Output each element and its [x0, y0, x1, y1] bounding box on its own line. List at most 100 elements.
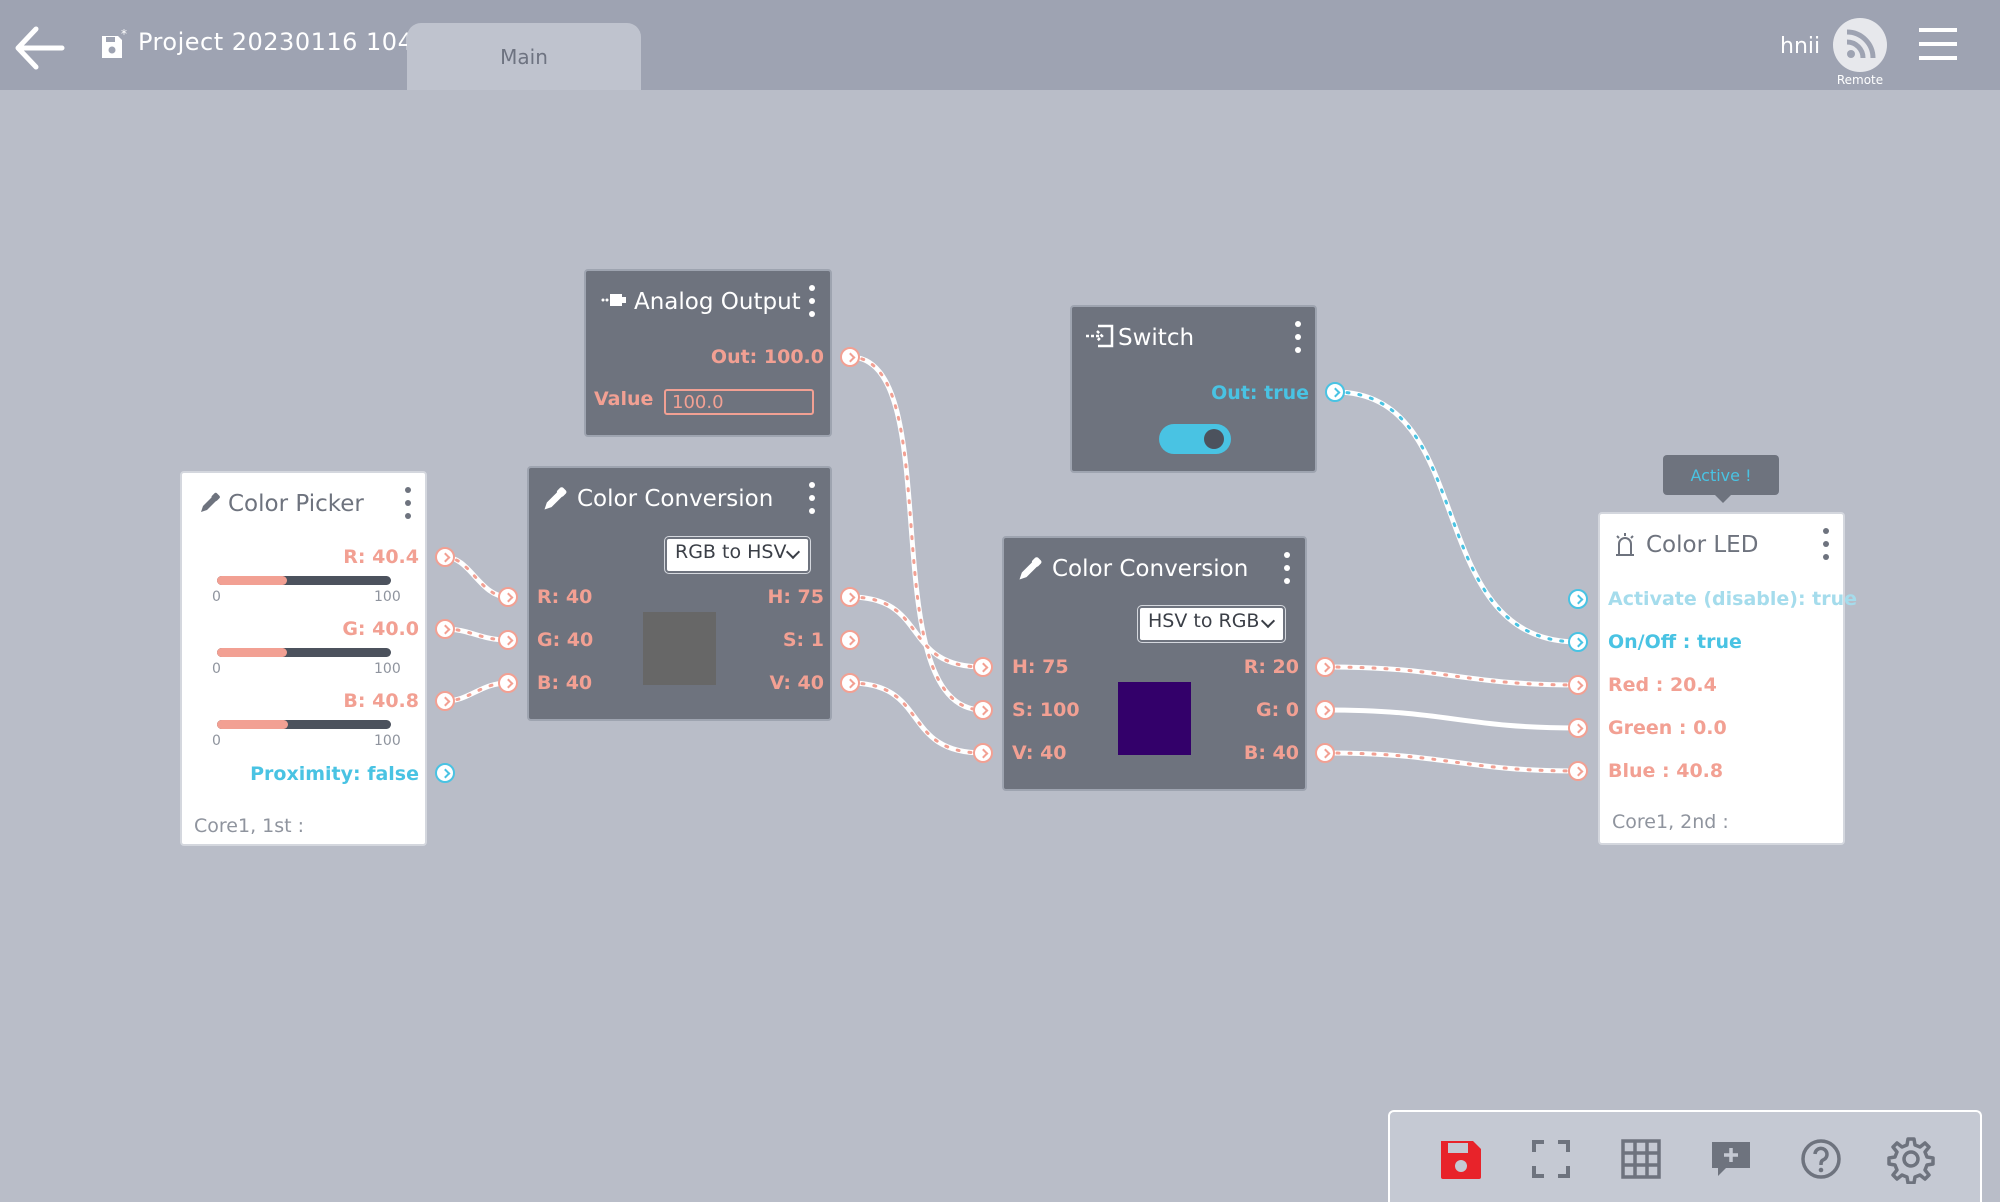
- tab-main[interactable]: Main: [407, 23, 641, 90]
- slider-g[interactable]: [217, 648, 391, 657]
- color-conversion-node-2[interactable]: Color Conversion HSV to RGB H: 75 S: 100…: [1002, 536, 1307, 791]
- help-icon[interactable]: [1796, 1134, 1846, 1184]
- wire-v: [847, 680, 986, 756]
- value-input[interactable]: 100.0: [664, 389, 814, 415]
- slider-min: 0: [212, 733, 221, 749]
- active-tooltip: Active !: [1663, 455, 1779, 503]
- rss-icon: [1846, 29, 1876, 59]
- wire-blue: [1322, 750, 1581, 774]
- color-led-node[interactable]: Color LED Activate (disable): true On/Of…: [1598, 512, 1857, 845]
- value-label: Value: [594, 388, 654, 410]
- color-conversion-node-1[interactable]: Color Conversion RGB to HSV R: 40 G: 40 …: [527, 466, 832, 721]
- back-arrow-icon[interactable]: [10, 20, 70, 75]
- add-comment-icon[interactable]: [1706, 1134, 1756, 1184]
- color-picker-node[interactable]: Color Picker R: 40.4 0 100 G: 40.0 0 100…: [180, 471, 427, 846]
- eyedropper-icon: [1019, 557, 1042, 580]
- out-h-label: H: 75: [767, 586, 824, 608]
- conversion-mode-select[interactable]: RGB to HSV: [664, 536, 811, 574]
- in-g-label: G: 40: [537, 629, 594, 651]
- port-out-switch[interactable]: [1325, 382, 1345, 402]
- node-title: Color Conversion: [1052, 556, 1249, 582]
- node-menu-icon[interactable]: [804, 482, 820, 516]
- node-title: Analog Output: [634, 289, 801, 315]
- slider-r[interactable]: [217, 576, 391, 585]
- slider-min: 0: [212, 661, 221, 677]
- port-out-s[interactable]: [840, 630, 860, 650]
- out-b-label: B: 40: [1243, 742, 1299, 764]
- onoff-label: On/Off : true: [1608, 631, 1742, 653]
- node-menu-icon[interactable]: [400, 487, 416, 521]
- select-value: RGB to HSV: [675, 541, 787, 563]
- save-icon[interactable]: [1436, 1134, 1486, 1184]
- node-menu-icon[interactable]: [804, 285, 820, 319]
- blue-label: Blue : 40.8: [1608, 760, 1724, 782]
- conversion-mode-select[interactable]: HSV to RGB: [1137, 605, 1286, 643]
- led-icon: [1616, 533, 1634, 556]
- node-footer: Core1, 2nd :: [1612, 811, 1729, 833]
- port-out-r[interactable]: [435, 547, 455, 567]
- port-in-g[interactable]: [498, 630, 518, 650]
- wire-red: [1322, 664, 1581, 688]
- hamburger-menu-icon[interactable]: [1918, 24, 1958, 64]
- remote-button[interactable]: [1833, 18, 1887, 72]
- port-in-b[interactable]: [498, 673, 518, 693]
- port-in-h[interactable]: [973, 657, 993, 677]
- port-in-r[interactable]: [498, 587, 518, 607]
- analog-output-node[interactable]: Analog Output Out: 100.0 Value 100.0: [584, 269, 832, 437]
- project-title: Project 20230116 1043: [138, 28, 430, 56]
- port-in-s[interactable]: [973, 700, 993, 720]
- in-h-label: H: 75: [1012, 656, 1069, 678]
- node-title: Switch: [1118, 325, 1195, 351]
- activate-label: Activate (disable): true: [1608, 588, 1858, 610]
- picker-r-label: R: 40.4: [343, 546, 419, 568]
- settings-gear-icon[interactable]: [1886, 1134, 1936, 1185]
- port-out-b[interactable]: [1315, 743, 1335, 763]
- top-bar: [0, 0, 2000, 90]
- slider-max: 100: [374, 661, 401, 677]
- port-out-b[interactable]: [435, 691, 455, 711]
- select-value: HSV to RGB: [1148, 610, 1260, 632]
- node-title: Color LED: [1646, 532, 1759, 558]
- slider-b[interactable]: [217, 720, 391, 729]
- fullscreen-icon[interactable]: [1526, 1134, 1576, 1184]
- eyedropper-icon: [544, 487, 567, 510]
- green-label: Green : 0.0: [1608, 717, 1727, 739]
- picker-b-label: B: 40.8: [343, 690, 419, 712]
- switch-node[interactable]: Switch Out: true: [1070, 305, 1317, 473]
- port-in-onoff[interactable]: [1568, 632, 1588, 652]
- port-in-green[interactable]: [1568, 718, 1588, 738]
- port-out-g[interactable]: [1315, 700, 1335, 720]
- port-in-activate[interactable]: [1568, 589, 1588, 609]
- node-menu-icon[interactable]: [1279, 552, 1295, 586]
- node-footer: Core1, 1st :: [194, 815, 305, 837]
- color-swatch: [643, 612, 716, 685]
- picker-g-label: G: 40.0: [342, 618, 419, 640]
- color-swatch: [1118, 682, 1191, 755]
- grid-icon[interactable]: [1616, 1134, 1666, 1184]
- port-out-h[interactable]: [840, 587, 860, 607]
- project-save-icon: *: [100, 27, 132, 62]
- port-in-v[interactable]: [973, 743, 993, 763]
- out-g-label: G: 0: [1255, 699, 1299, 721]
- in-v-label: V: 40: [1012, 742, 1067, 764]
- port-out-analog[interactable]: [840, 347, 860, 367]
- in-s-label: S: 100: [1012, 699, 1080, 721]
- eyedropper-icon: [201, 492, 220, 512]
- wire-switch: [1332, 389, 1581, 645]
- chevron-down-icon: [785, 544, 801, 560]
- port-out-proximity[interactable]: [435, 763, 455, 783]
- node-title: Color Picker: [228, 491, 364, 517]
- slider-max: 100: [374, 733, 401, 749]
- user-name: hnii: [1780, 34, 1821, 59]
- port-in-blue[interactable]: [1568, 761, 1588, 781]
- node-menu-icon[interactable]: [1818, 528, 1834, 562]
- port-in-red[interactable]: [1568, 675, 1588, 695]
- port-out-g[interactable]: [435, 619, 455, 639]
- node-menu-icon[interactable]: [1290, 321, 1306, 355]
- toggle-switch[interactable]: [1159, 424, 1231, 454]
- port-out-r[interactable]: [1315, 657, 1335, 677]
- in-b-label: B: 40: [537, 672, 593, 694]
- analog-out-label: Out: 100.0: [710, 346, 824, 368]
- bottom-toolbar: [1388, 1110, 1982, 1202]
- port-out-v[interactable]: [840, 673, 860, 693]
